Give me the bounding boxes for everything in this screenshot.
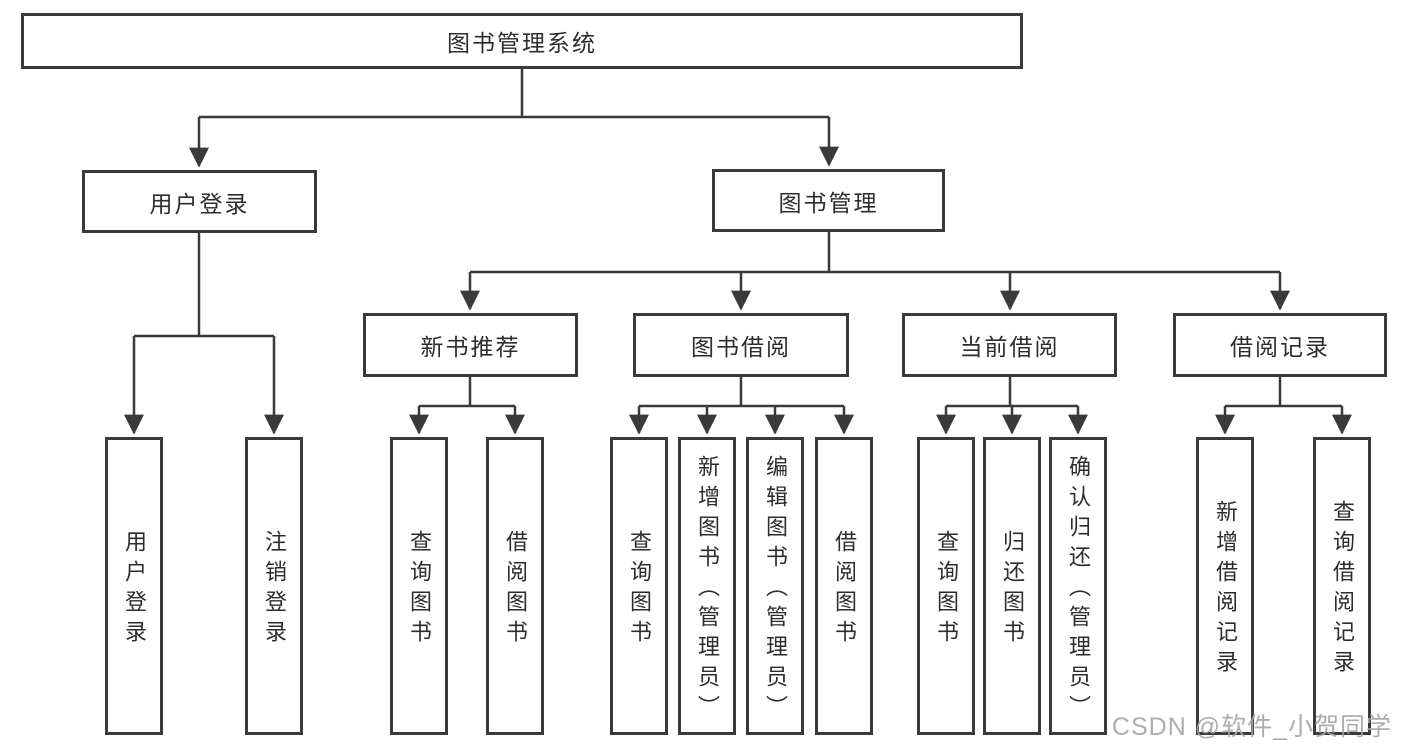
leaf-borrowing-borrow-books: 借阅图书 xyxy=(815,437,873,735)
node-borrow-records: 借阅记录 xyxy=(1173,313,1387,377)
leaf-borrowing-query-books: 查询图书 xyxy=(610,437,668,735)
leaf-label: 查询图书 xyxy=(627,530,652,650)
leaf-label: 新增图书（管理员） xyxy=(695,455,720,725)
leaf-current-return-books: 归还图书 xyxy=(983,437,1041,735)
leaf-user-login: 用户登录 xyxy=(105,437,163,735)
node-book-management: 图书管理 xyxy=(712,169,945,232)
leaf-records-query-borrow-record: 查询借阅记录 xyxy=(1313,437,1371,735)
leaf-newrec-query-books: 查询图书 xyxy=(390,437,448,735)
leaf-logout: 注销登录 xyxy=(245,437,303,735)
leaf-label: 新增借阅记录 xyxy=(1213,500,1238,680)
leaf-current-confirm-return-admin: 确认归还（管理员） xyxy=(1049,437,1107,735)
leaf-newrec-borrow-books: 借阅图书 xyxy=(486,437,544,735)
leaf-borrowing-add-books-admin: 新增图书（管理员） xyxy=(678,437,736,735)
leaf-current-query-books: 查询图书 xyxy=(917,437,975,735)
leaf-label: 确认归还（管理员） xyxy=(1066,455,1091,725)
node-current-borrowing: 当前借阅 xyxy=(902,313,1117,377)
leaf-label: 编辑图书（管理员） xyxy=(763,455,788,725)
leaf-logout-label: 注销登录 xyxy=(262,530,287,650)
leaf-borrowing-edit-books-admin: 编辑图书（管理员） xyxy=(746,437,804,735)
leaf-records-add-borrow-record: 新增借阅记录 xyxy=(1196,437,1254,735)
leaf-label: 借阅图书 xyxy=(832,530,857,650)
node-new-book-recommend: 新书推荐 xyxy=(363,313,578,377)
leaf-user-login-label: 用户登录 xyxy=(122,530,147,650)
leaf-label: 查询借阅记录 xyxy=(1330,500,1355,680)
leaf-label: 查询图书 xyxy=(407,530,432,650)
node-user-login: 用户登录 xyxy=(82,170,317,233)
leaf-label: 借阅图书 xyxy=(503,530,528,650)
leaf-label: 归还图书 xyxy=(1000,530,1025,650)
node-book-borrowing: 图书借阅 xyxy=(633,313,849,377)
node-root-system: 图书管理系统 xyxy=(21,13,1023,69)
leaf-label: 查询图书 xyxy=(934,530,959,650)
